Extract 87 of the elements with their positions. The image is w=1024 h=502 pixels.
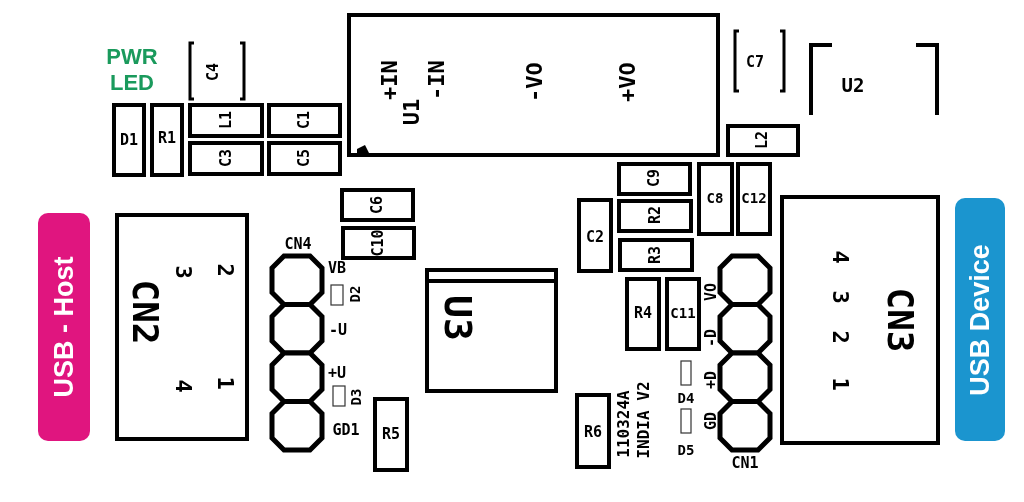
component-label: R1 <box>157 130 177 146</box>
component-label: C7 <box>745 54 765 70</box>
component-label: L2 <box>754 130 770 150</box>
component-label: CN3 <box>882 287 918 353</box>
port-tag <box>955 198 1005 441</box>
component-label: D4 <box>677 391 695 405</box>
pin-label: VO <box>703 282 719 302</box>
diode-footprint <box>112 103 146 177</box>
resistor-footprint <box>373 397 409 472</box>
diode-footprint <box>329 282 363 308</box>
pin-number: 4 <box>172 379 194 393</box>
component-label: C8 <box>706 191 724 205</box>
component-label: U2 <box>841 75 865 95</box>
connector-outline <box>780 195 940 445</box>
component-label: C6 <box>369 195 385 215</box>
converter-module-outline <box>347 13 720 157</box>
component-label: C10 <box>370 229 386 257</box>
capacitor-footprint <box>341 226 416 260</box>
capacitor-footprint <box>736 162 772 236</box>
capacitor-footprint <box>267 103 342 138</box>
pin-label: GD <box>703 411 719 431</box>
pin-number: 3 <box>829 290 851 304</box>
component-label: -VO <box>524 62 546 102</box>
pin-label: GD1 <box>332 422 360 438</box>
port-label: USB - Host <box>50 256 78 398</box>
resistor-footprint <box>150 103 184 177</box>
component-label: C1 <box>296 110 312 130</box>
component-label: CN4 <box>284 236 312 252</box>
pin-label: VB <box>327 260 347 276</box>
inductor-footprint <box>726 124 800 157</box>
pin-label: INDIA V2 <box>636 381 652 459</box>
component-label: C9 <box>646 168 662 188</box>
capacitor-footprint <box>697 162 734 236</box>
port-label: USB Device <box>966 244 994 396</box>
component-label: R5 <box>381 426 401 442</box>
component-label: C3 <box>218 148 234 168</box>
connector-outline <box>115 213 249 441</box>
capacitor-outline <box>186 40 248 102</box>
component-label: R4 <box>633 305 653 321</box>
pin-number: 4 <box>829 250 851 264</box>
pin-number: 3 <box>172 265 194 279</box>
led-label: PWR LED <box>105 43 159 97</box>
component-label: D2 <box>348 285 362 303</box>
pin-label: +D <box>703 370 719 390</box>
pin-label: 110324A <box>616 390 632 458</box>
chip-outline <box>425 268 558 393</box>
pin-number: 2 <box>214 263 236 277</box>
pin-header <box>270 234 324 452</box>
component-label: C12 <box>741 191 767 205</box>
component-label: C4 <box>205 62 221 82</box>
component-label: +IN <box>379 60 401 100</box>
component-label: D1 <box>119 132 139 148</box>
component-label: +VO <box>617 62 639 102</box>
component-label: C11 <box>670 306 696 320</box>
capacitor-footprint <box>340 188 415 222</box>
pin-number: 1 <box>214 376 236 390</box>
component-label: R2 <box>647 205 663 225</box>
component-label: R3 <box>647 245 663 265</box>
component-label: L1 <box>218 110 234 130</box>
chip-outline <box>808 42 940 118</box>
pin-label: +U <box>327 365 347 381</box>
capacitor-footprint <box>267 141 342 176</box>
pin-number: 1 <box>829 377 851 391</box>
resistor-footprint <box>617 199 693 233</box>
component-label: CN1 <box>731 455 759 471</box>
component-label: CN2 <box>127 279 163 345</box>
capacitor-footprint <box>665 277 701 351</box>
component-label: U1 <box>401 98 423 126</box>
component-label: R6 <box>583 424 603 440</box>
inductor-footprint <box>188 103 264 138</box>
pin-number: 2 <box>829 330 851 344</box>
capacitor-outline <box>731 28 788 94</box>
component-label: C2 <box>585 229 605 245</box>
component-label: D5 <box>677 443 695 457</box>
pin-label: -D <box>703 328 719 348</box>
capacitor-footprint <box>617 162 692 196</box>
port-tag <box>38 213 90 441</box>
pin-label: -U <box>328 322 348 338</box>
resistor-footprint <box>618 238 694 272</box>
component-label: D3 <box>349 388 363 406</box>
capacitor-footprint <box>577 198 613 273</box>
component-label: C5 <box>296 148 312 168</box>
resistor-footprint <box>625 277 661 351</box>
component-label: U3 <box>439 295 477 341</box>
component-label: -IN <box>426 60 448 100</box>
resistor-footprint <box>575 393 611 469</box>
capacitor-footprint <box>188 141 264 176</box>
